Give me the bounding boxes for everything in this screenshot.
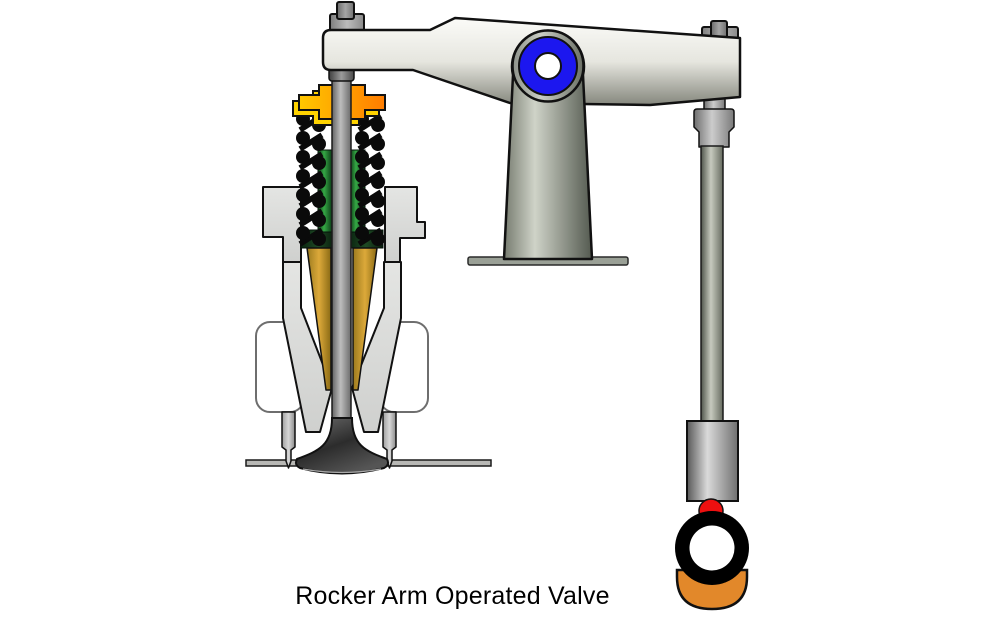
- push-rod-socket: [693, 108, 735, 148]
- valve-seat-left: [281, 411, 296, 469]
- head-block-left: [262, 186, 302, 263]
- head-funnel-wall-right: [351, 261, 402, 433]
- push-rod-assembly: [675, 92, 749, 611]
- diagram-caption: Rocker Arm Operated Valve: [295, 582, 610, 610]
- cylinder-head-section: [245, 186, 492, 469]
- valve-head: [295, 417, 389, 475]
- guide-bronze-left: [306, 247, 332, 391]
- valve-lifter: [686, 420, 739, 502]
- pivot-shaft-bore: [534, 52, 562, 80]
- adjuster-stud-left: [336, 1, 355, 20]
- head-block-right: [384, 186, 426, 263]
- valve-seat-right: [382, 411, 397, 469]
- head-funnel-wall-left: [282, 261, 333, 433]
- cam-ring-center: [689, 525, 735, 571]
- valve-stem: [331, 67, 352, 433]
- valve-head-rim-highlight: [302, 468, 382, 474]
- guide-bronze-right: [352, 247, 378, 391]
- rocker-arm-assembly: [321, 1, 742, 266]
- push-rod: [700, 145, 724, 425]
